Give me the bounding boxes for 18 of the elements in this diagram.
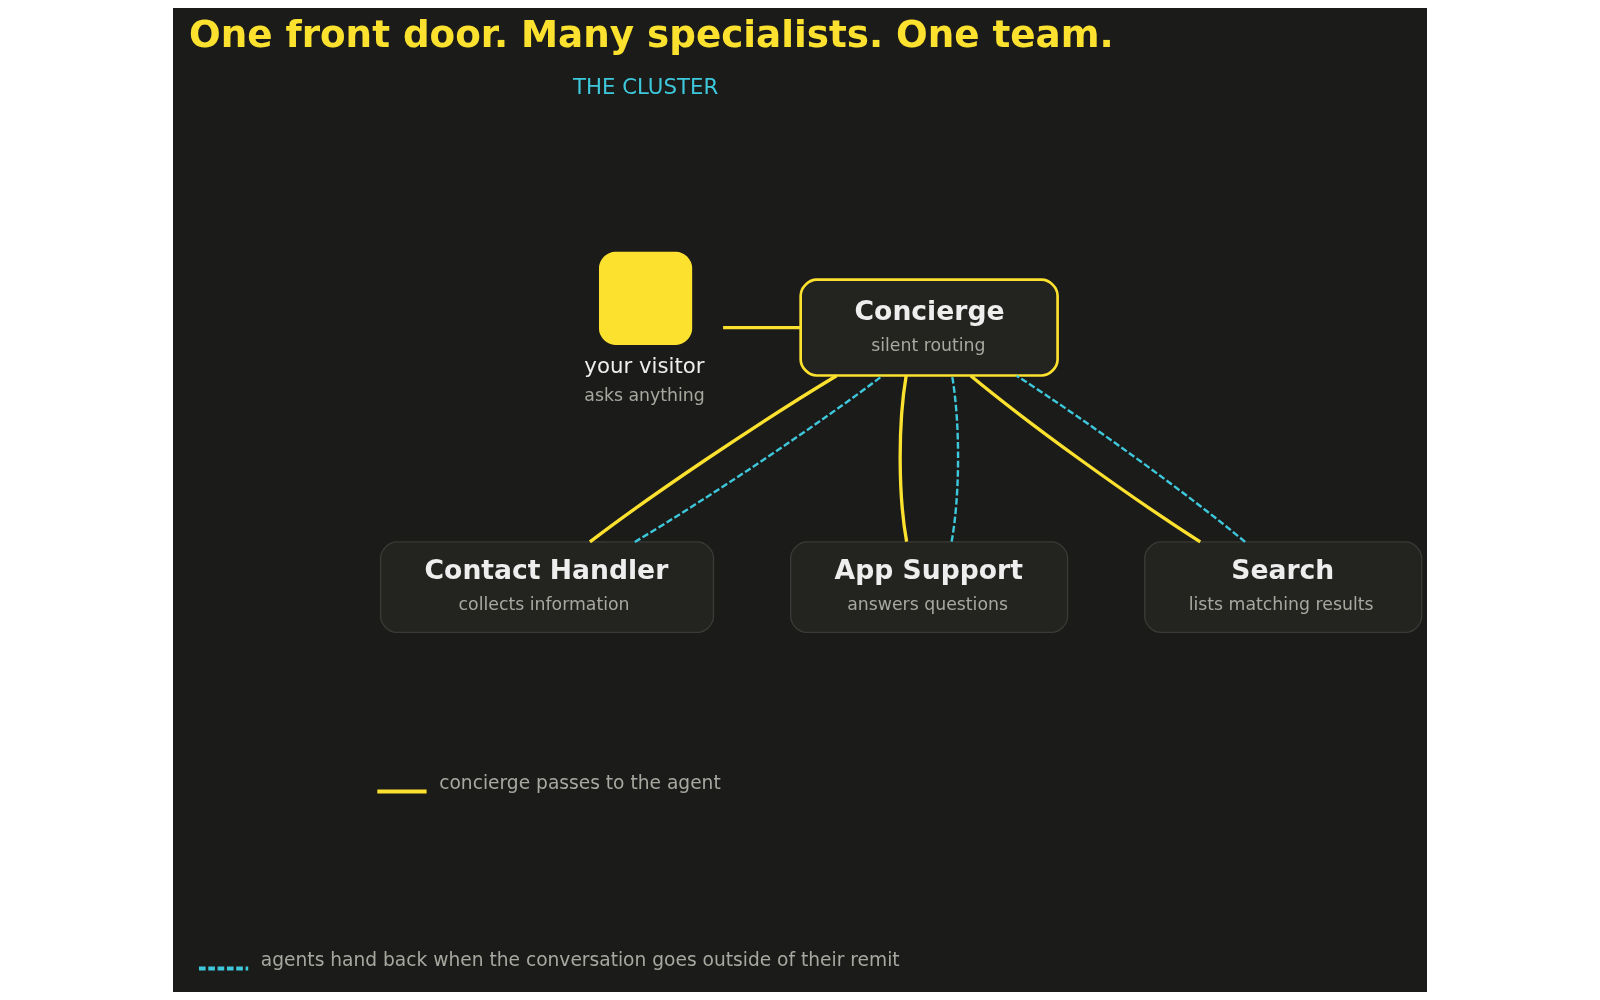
node-label: asks anything bbox=[584, 385, 705, 406]
label: THE CLUSTER bbox=[572, 74, 719, 100]
connector bbox=[1015, 374, 1246, 543]
connector bbox=[950, 375, 960, 542]
connector bbox=[898, 375, 909, 542]
connector bbox=[969, 374, 1202, 544]
legend-label: concierge passes to the agent bbox=[439, 772, 721, 794]
connector bbox=[588, 374, 838, 544]
node-box bbox=[599, 251, 693, 345]
node-label: your visitor bbox=[584, 352, 705, 378]
diagram-title: One front door. Many specialists. One team. bbox=[188, 12, 1114, 57]
node-box: Concierge silent routing bbox=[799, 278, 1059, 377]
node-box: Contact Handler collects information bbox=[380, 541, 715, 634]
node-box: Search lists matching results bbox=[1144, 541, 1423, 634]
node-box: App Support answers questions bbox=[790, 541, 1069, 634]
connector bbox=[723, 325, 801, 330]
connector bbox=[634, 374, 884, 543]
legend-label: agents hand back when the conversation goes outside of their remit bbox=[260, 949, 900, 971]
